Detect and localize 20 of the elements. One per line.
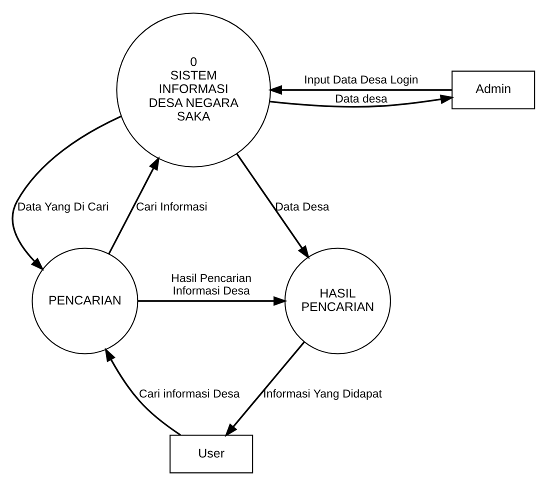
edge-label: Data Yang Di Cari [17,201,109,214]
arrow [12,115,122,271]
arrow [270,94,454,108]
arrow [138,296,288,306]
node-circle: 0 SISTEM INFORMASI DESA NEGARA SAKA [116,12,271,168]
arrow [268,85,452,95]
node-circle: HASIL PENCARIAN [284,248,391,354]
arrow [236,153,310,260]
edge-label: Hasil Pencarian Informasi Desa [171,273,252,298]
edge-label: Informasi Yang Didapat [263,388,382,400]
edge-label: Cari Informasi [136,201,208,214]
edge-label: Cari informasi Desa [139,388,240,400]
edge-label: Data Desa [275,201,330,214]
arrow [224,342,305,438]
edge-label: Input Data Desa Login [304,74,418,87]
node-box: Admin [452,70,536,110]
arrow [104,348,181,436]
arrow [108,156,160,254]
edge-label: Data desa [335,93,388,106]
node-box: User [170,434,254,474]
